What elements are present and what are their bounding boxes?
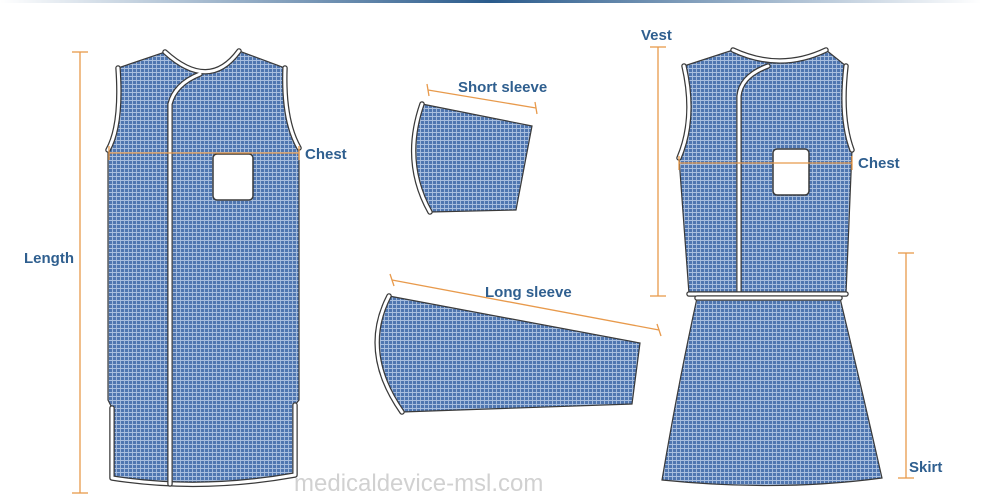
skirt-measure-line	[898, 252, 914, 479]
long-sleeve	[374, 293, 641, 415]
length-label: Length	[24, 250, 74, 267]
vest-pocket	[772, 148, 810, 196]
vest-measure-line	[650, 46, 666, 297]
vest	[676, 47, 855, 297]
short-sleeve	[410, 101, 533, 215]
short-sleeve-measure-line	[426, 83, 538, 115]
short-sleeve-label: Short sleeve	[458, 79, 547, 96]
chest-label-right: Chest	[858, 155, 900, 172]
full-length-apron	[105, 48, 302, 488]
watermark: medicaldevice-msl.com	[294, 470, 543, 497]
chest-measure-line-left	[108, 146, 300, 160]
long-sleeve-measure-line	[389, 273, 662, 337]
skirt	[661, 295, 883, 487]
skirt-label: Skirt	[909, 459, 942, 476]
length-measure-line	[72, 51, 88, 494]
top-accent-bar	[0, 0, 981, 3]
chest-measure-line-right	[678, 156, 853, 170]
long-sleeve-label: Long sleeve	[485, 284, 572, 301]
vest-label: Vest	[641, 27, 672, 44]
chest-pocket	[212, 153, 254, 201]
chest-label-left: Chest	[305, 146, 347, 163]
